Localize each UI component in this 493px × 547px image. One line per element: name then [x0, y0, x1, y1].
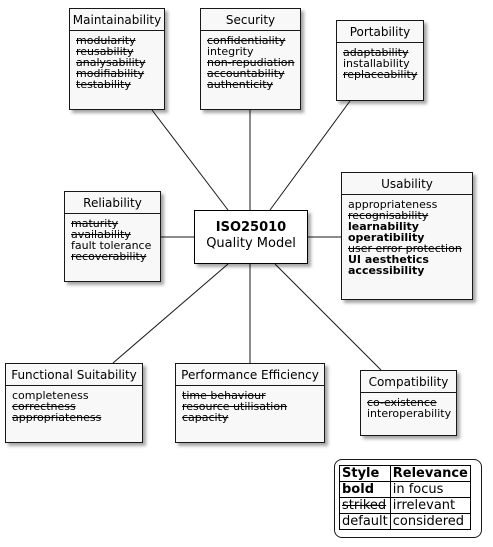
usability-title: Usability: [342, 173, 472, 195]
functional-item: correctness: [12, 400, 76, 413]
security-item: accountability: [207, 67, 285, 80]
legend-row: default considered: [339, 513, 471, 530]
legend-style-cell: striked: [339, 497, 391, 514]
security-item: confidentiality: [207, 34, 286, 47]
reliability-item: fault tolerance: [71, 239, 152, 252]
usability-item: user error protection: [348, 242, 462, 255]
compatibility-item: interoperability: [367, 407, 452, 420]
legend-row: bold in focus: [339, 481, 471, 498]
functional-item: completeness: [12, 389, 89, 402]
security-item: non-repudiation: [207, 56, 295, 69]
security-title: Security: [201, 9, 300, 31]
connector-compatibility: [274, 263, 382, 371]
center-title: ISO25010: [215, 220, 287, 235]
functional-item: appropriateness: [12, 411, 102, 424]
usability-item: operatibility: [348, 231, 425, 244]
usability-item: appropriateness: [348, 198, 438, 211]
usability-item: learnability: [348, 220, 419, 233]
connector-maintainability: [151, 109, 229, 211]
performance-item: resource utilisation: [182, 400, 288, 413]
maintainability-item: testability: [76, 78, 131, 91]
maintainability-item: reusability: [76, 45, 134, 58]
usability-item: accessibility: [348, 264, 425, 277]
legend-style-cell: default: [339, 513, 391, 530]
iso25010-center-box: ISO25010 Quality Model: [194, 210, 308, 264]
portability-item: installability: [343, 57, 410, 70]
connector-functional: [112, 263, 229, 364]
performance-item: time behaviour: [182, 389, 266, 402]
maintainability-item: modularity: [76, 34, 136, 47]
maintainability-item: analysability: [76, 56, 146, 69]
connector-portability: [269, 100, 351, 211]
portability-item: replaceability: [343, 68, 418, 81]
legend-header-relevance: Relevance: [389, 465, 471, 482]
legend-table: Style Relevance bold in focus striked ir…: [339, 465, 471, 530]
portability-title: Portability: [337, 21, 423, 43]
reliability-item: availability: [71, 228, 131, 241]
functional-suitability-title: Functional Suitability: [6, 364, 142, 386]
reliability-item: maturity: [71, 217, 119, 230]
usability-item: UI aesthetics: [348, 253, 429, 266]
legend-box: Style Relevance bold in focus striked ir…: [334, 459, 482, 538]
legend-header-row: Style Relevance: [339, 465, 471, 482]
reliability-title: Reliability: [65, 192, 160, 214]
reliability-item: recoverability: [71, 250, 147, 263]
legend-relevance-cell: irrelevant: [389, 497, 471, 514]
portability-item: adaptability: [343, 46, 409, 59]
performance-efficiency-title: Performance Efficiency: [176, 364, 324, 386]
maintainability-item: modifiability: [76, 67, 145, 80]
legend-relevance-cell: considered: [389, 513, 471, 530]
legend-style-cell: bold: [339, 481, 391, 498]
security-item: integrity: [207, 45, 254, 58]
usability-item: recognisability: [348, 209, 429, 222]
compatibility-title: Compatibility: [361, 371, 456, 393]
security-item: authenticity: [207, 78, 274, 91]
legend-row: striked irrelevant: [339, 497, 471, 514]
maintainability-title: Maintainability: [70, 9, 164, 31]
center-subtitle: Quality Model: [206, 236, 296, 251]
compatibility-item: co-existence: [367, 396, 437, 409]
legend-header-style: Style: [339, 465, 391, 482]
performance-item: capacity: [182, 411, 229, 424]
legend-relevance-cell: in focus: [389, 481, 471, 498]
